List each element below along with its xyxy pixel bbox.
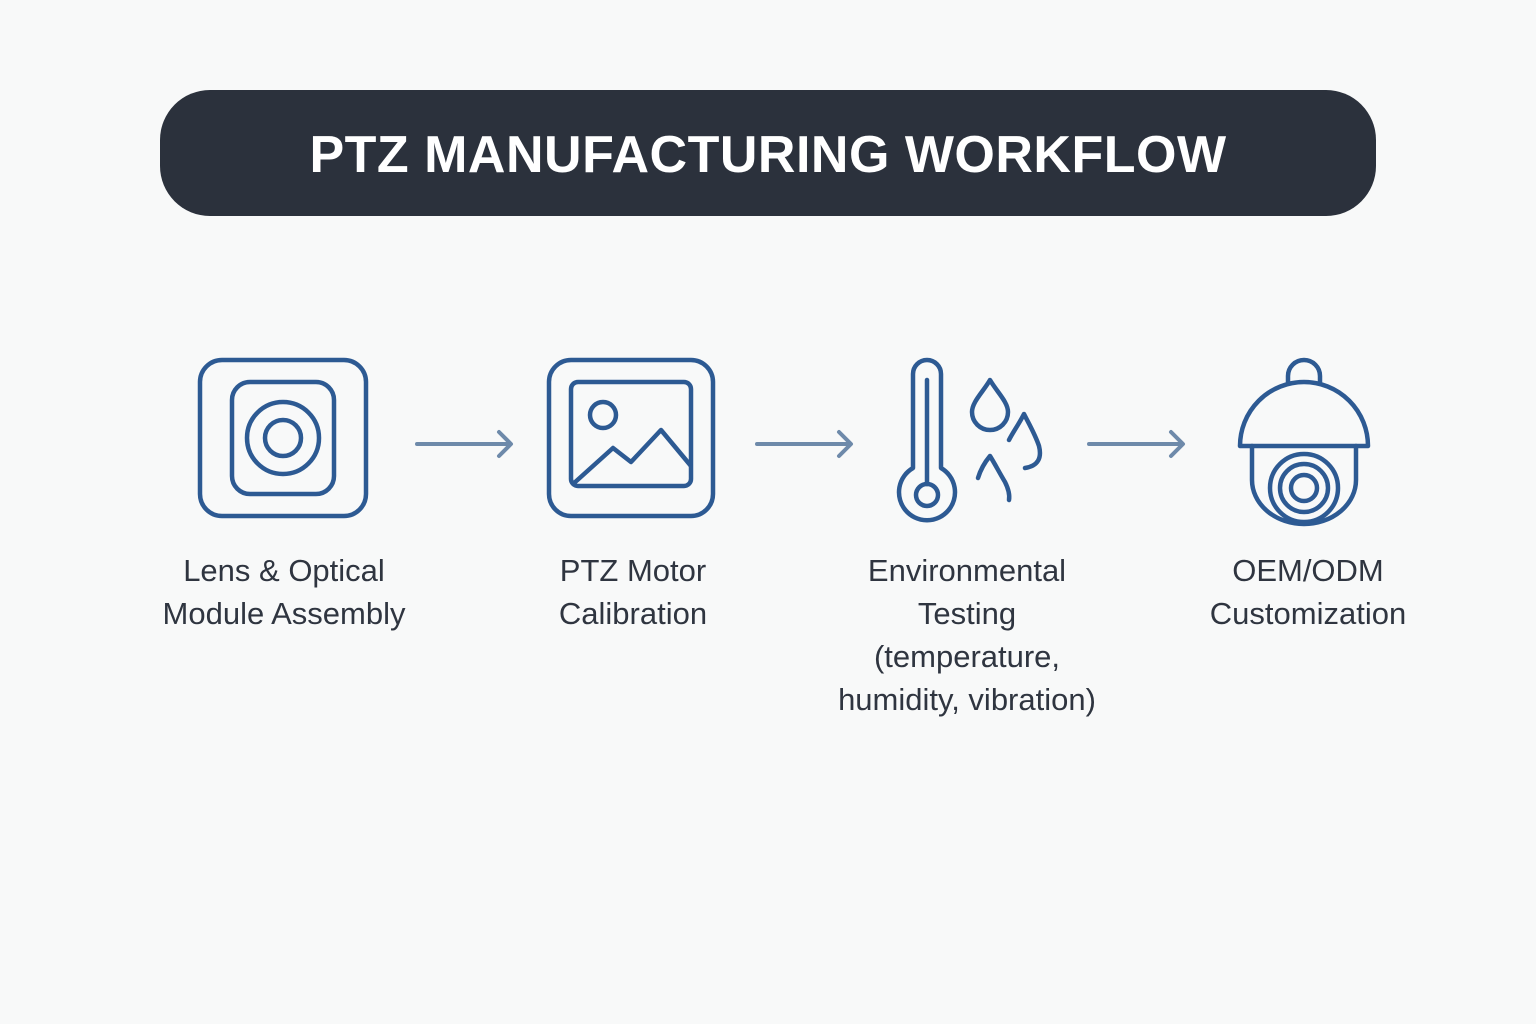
image-frame-icon bbox=[546, 357, 716, 519]
label-line: Testing bbox=[917, 596, 1017, 631]
label-line: Environmental bbox=[867, 553, 1067, 588]
label-line: Customization bbox=[1209, 596, 1407, 631]
lens-module-icon bbox=[197, 357, 369, 519]
step-label-lens-assembly: Lens & Optical Module Assembly bbox=[163, 549, 406, 635]
arrow-right-icon bbox=[1087, 429, 1187, 464]
step-label-motor-calibration: PTZ Motor Calibration bbox=[559, 549, 707, 635]
thermometer-droplets-icon bbox=[895, 357, 1055, 528]
arrow-right-icon bbox=[415, 429, 515, 464]
arrow-right-icon bbox=[755, 429, 855, 464]
ptz-dome-camera-icon bbox=[1237, 357, 1372, 528]
label-line: PTZ Motor bbox=[559, 553, 707, 588]
step-label-oem-odm: OEM/ODM Customization bbox=[1210, 549, 1406, 635]
title-banner: PTZ MANUFACTURING WORKFLOW bbox=[160, 90, 1376, 216]
label-line: (temperature, bbox=[873, 639, 1061, 674]
label-line: OEM/ODM bbox=[1232, 553, 1384, 588]
label-line: Module Assembly bbox=[162, 596, 406, 631]
label-line: humidity, vibration) bbox=[838, 682, 1096, 717]
label-line: Calibration bbox=[558, 596, 708, 631]
label-line: Lens & Optical bbox=[183, 553, 385, 588]
step-label-environmental-testing: Environmental Testing (temperature, humi… bbox=[838, 549, 1096, 721]
page-title: PTZ MANUFACTURING WORKFLOW bbox=[309, 126, 1227, 184]
